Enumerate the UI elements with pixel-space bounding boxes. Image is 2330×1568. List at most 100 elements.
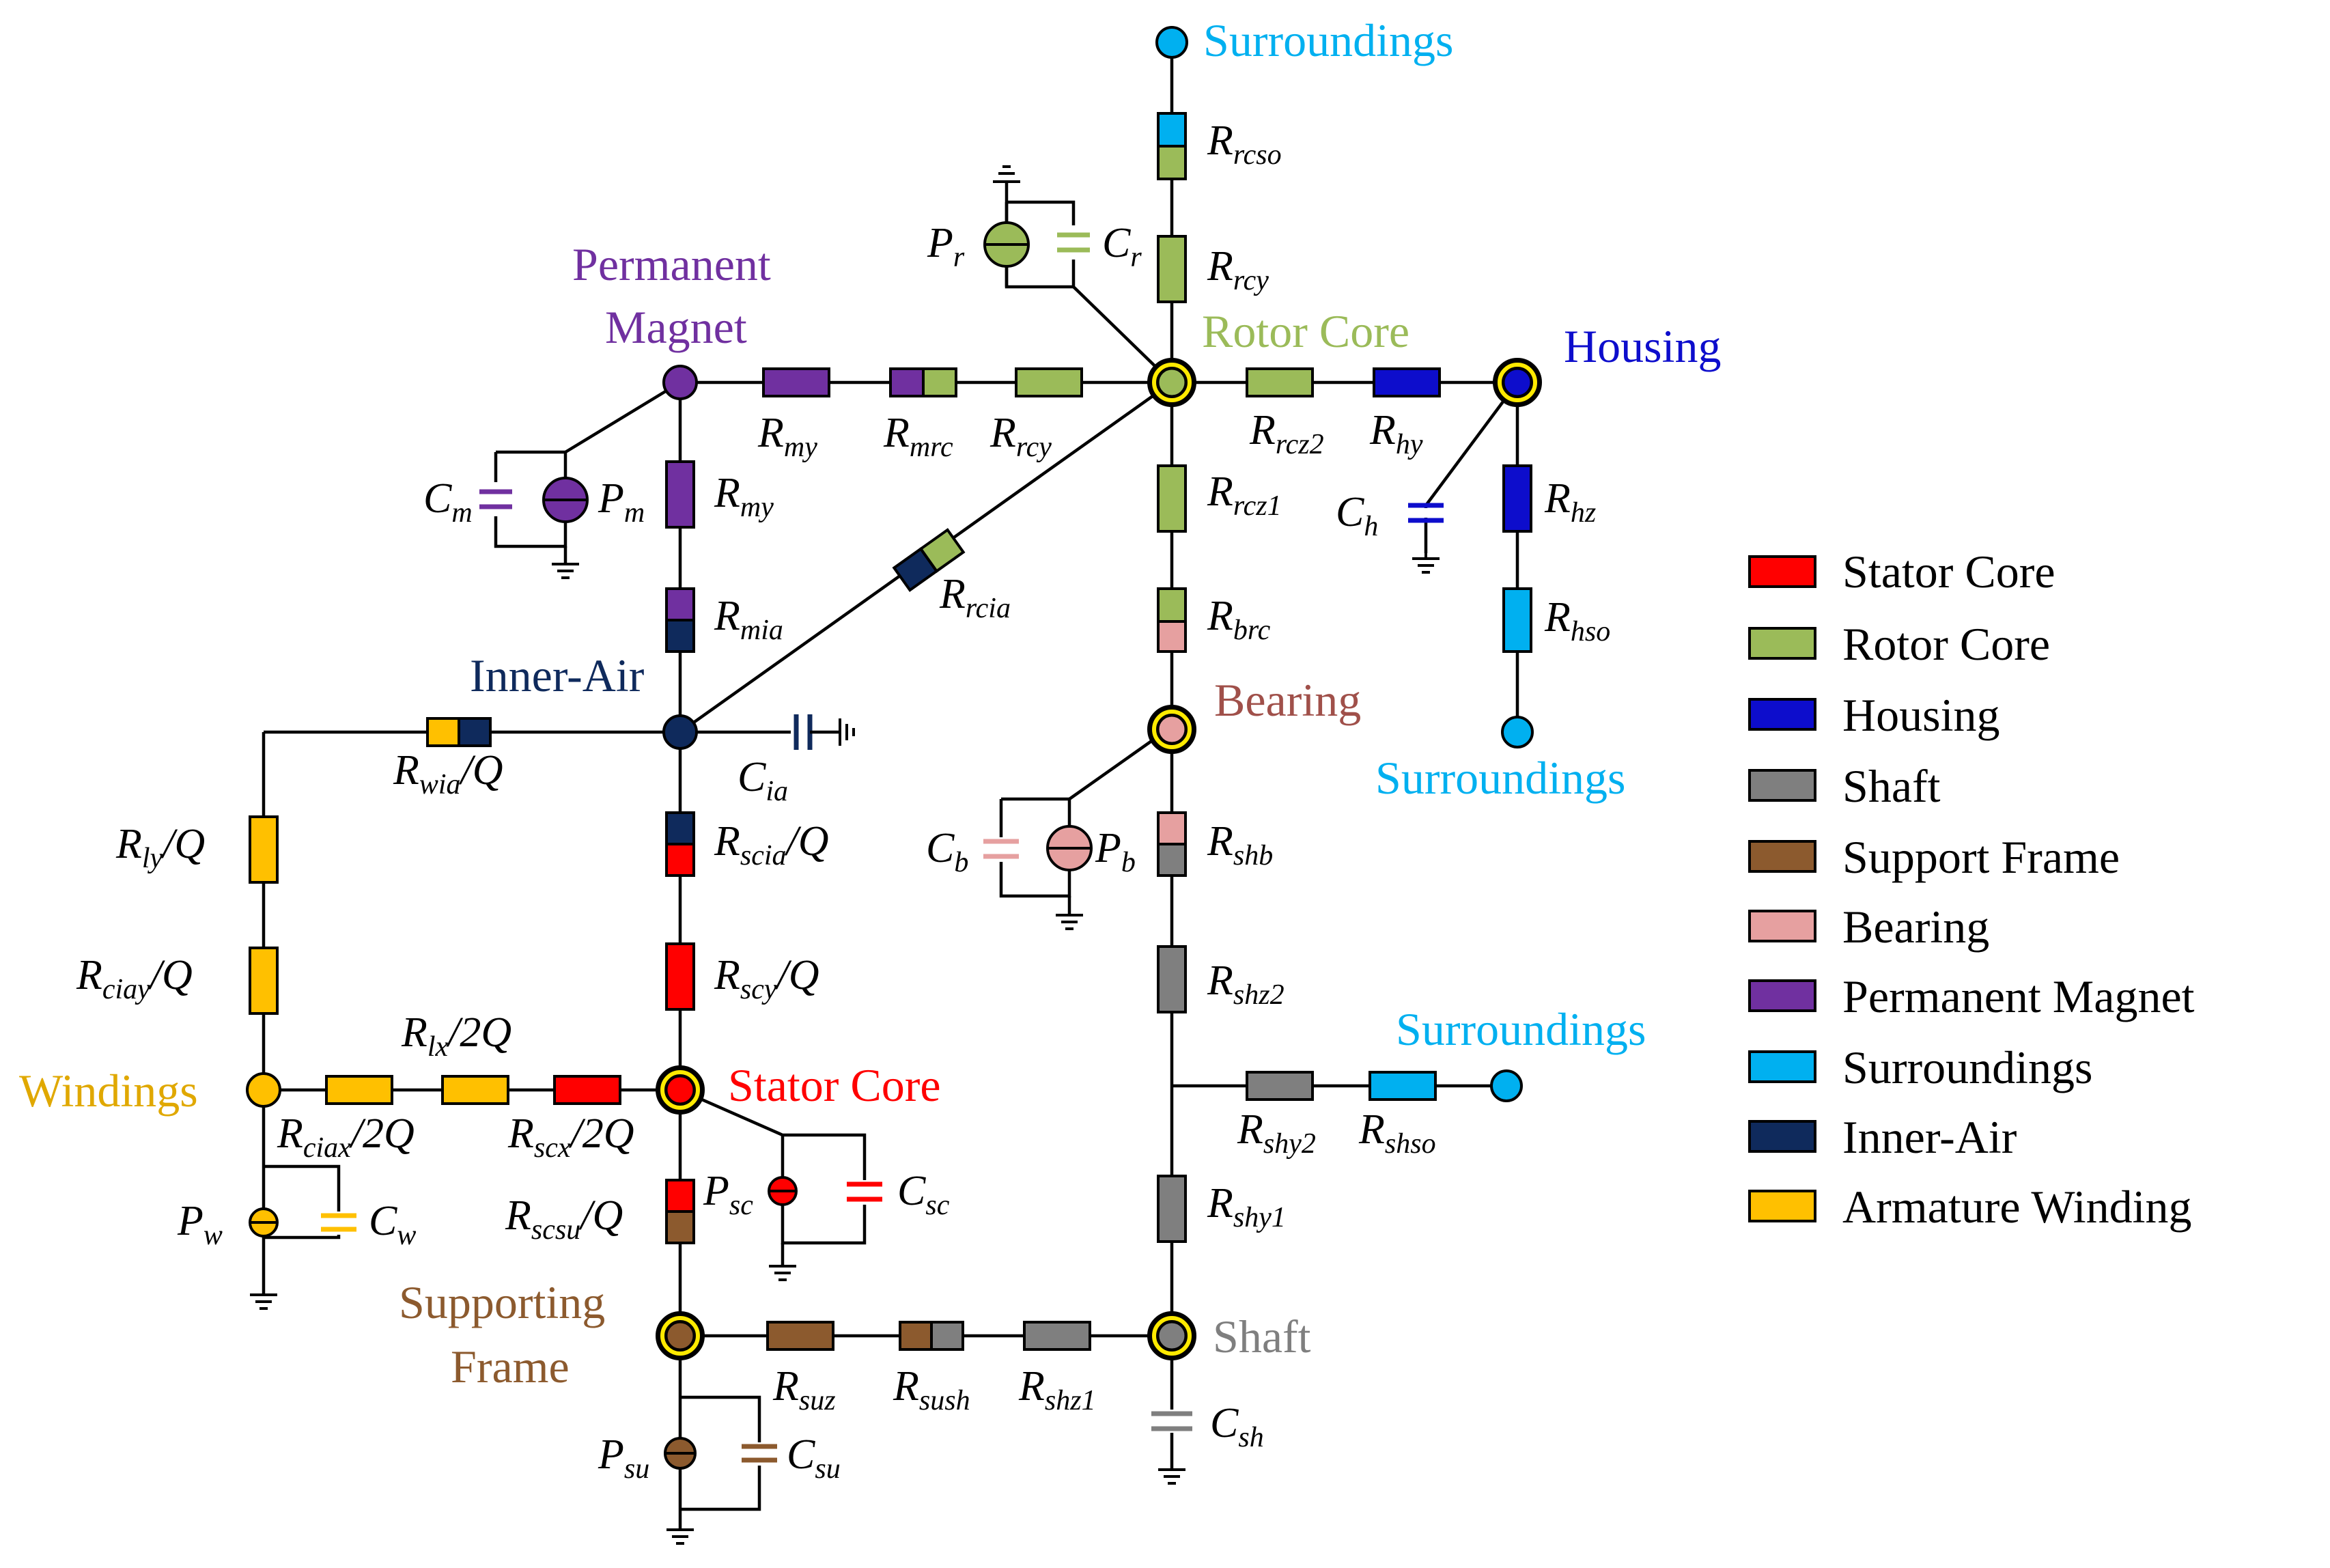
label-c-ia: Cia (738, 754, 788, 807)
label-r-ciax: Rciax/2Q (277, 1110, 415, 1164)
ground-symbols (250, 165, 1440, 1545)
resistor-rcz2 (1246, 367, 1314, 397)
capacitor-group (321, 225, 1444, 1466)
label-c-sh: Csh (1210, 1400, 1264, 1453)
legend-label: Shaft (1842, 760, 1941, 812)
node-shaft (1147, 1311, 1196, 1360)
label-r-rcy-vertical: Rrcy (1207, 243, 1269, 296)
capacitor-ch (1408, 503, 1444, 523)
legend-item-bearing: Bearing (1748, 901, 1989, 953)
capacitor-cr (1057, 225, 1090, 260)
label-housing: Housing (1564, 320, 1721, 372)
ground-icon (839, 718, 855, 746)
node-group (246, 26, 1542, 1360)
component-labels: Rrcso Rrcy Rmy Rmrc Rrcy Rrcz2 Rhy Rmy R… (76, 117, 1610, 1485)
label-r-shy2: Rshy2 (1237, 1106, 1316, 1160)
node-stator-core (656, 1065, 705, 1115)
legend-item-support-frame: Support Frame (1748, 831, 2120, 883)
label-r-lx: Rlx/2Q (401, 1009, 511, 1063)
legend: Stator Core Rotor Core Housing Shaft Sup… (1748, 546, 2195, 1233)
label-r-mia: Rmia (714, 593, 783, 646)
legend-swatch (1748, 979, 1816, 1012)
resistor-lx (441, 1075, 509, 1105)
heat-source-psu (664, 1437, 697, 1470)
label-c-r: Cr (1102, 220, 1142, 273)
capacitor-csu (742, 1442, 777, 1466)
label-c-su: Csu (787, 1431, 841, 1485)
label-r-hso: Rhso (1544, 594, 1610, 647)
label-rotor-core: Rotor Core (1202, 305, 1409, 357)
label-r-shz1: Rshz1 (1018, 1363, 1096, 1416)
label-r-rcy-horizontal: Rrcy (989, 410, 1052, 463)
label-c-w: Cw (369, 1198, 416, 1251)
label-r-scy: Rscy/Q (714, 952, 819, 1005)
label-r-wia: Rwia/Q (393, 747, 503, 800)
heat-source-pr (983, 221, 1030, 268)
legend-item-inner-air: Inner-Air (1748, 1111, 2017, 1163)
label-supporting-frame-line1: Supporting (399, 1276, 605, 1328)
label-r-ly: Rly/Q (115, 821, 205, 874)
label-c-b: Cb (926, 825, 968, 878)
label-p-w: Pw (177, 1198, 223, 1251)
ground-icon (250, 1293, 277, 1310)
heat-source-psc (768, 1176, 798, 1206)
label-c-m: Cm (423, 475, 473, 529)
resistor-hso (1502, 587, 1532, 653)
resistor-wia (426, 717, 492, 747)
ground-icon (666, 1528, 694, 1545)
resistor-ciay (249, 947, 279, 1015)
node-inner-air (662, 714, 698, 750)
label-bearing: Bearing (1214, 674, 1361, 726)
legend-label: Armature Winding (1842, 1181, 2192, 1233)
label-r-scia: Rscia/Q (714, 818, 829, 871)
resistor-mia (665, 587, 695, 653)
capacitor-csh (1151, 1410, 1192, 1433)
ground-icon (552, 563, 579, 579)
label-r-hz: Rhz (1544, 475, 1596, 529)
ground-icon (769, 1265, 796, 1281)
resistor-brc (1157, 587, 1187, 653)
resistor-sush (899, 1321, 964, 1351)
resistor-hy (1373, 367, 1441, 397)
legend-item-armature-winding: Armature Winding (1748, 1181, 2192, 1233)
node-windings (246, 1072, 281, 1108)
resistor-rcy-horizontal (1015, 367, 1083, 397)
legend-swatch (1748, 627, 1816, 660)
legend-swatch (1748, 1120, 1816, 1153)
legend-item-permanent-magnet: Permanent Magnet (1748, 970, 2195, 1022)
legend-item-shaft: Shaft (1748, 760, 1941, 812)
label-r-rcz1: Rrcz1 (1207, 468, 1282, 522)
label-p-su: Psu (598, 1431, 649, 1485)
capacitor-cb (983, 837, 1019, 862)
resistor-group (249, 112, 1532, 1351)
resistor-scsu (665, 1179, 695, 1244)
label-r-my-horizontal: Rmy (757, 410, 817, 463)
resistor-shz2 (1157, 945, 1187, 1013)
legend-label: Permanent Magnet (1842, 970, 2195, 1022)
node-permanent-magnet (662, 365, 698, 400)
legend-item-surroundings: Surroundings (1748, 1041, 2092, 1093)
resistor-rcy-vertical (1157, 235, 1187, 303)
legend-swatch (1748, 555, 1816, 588)
ground-icon (993, 165, 1020, 183)
legend-item-rotor-core: Rotor Core (1748, 618, 2050, 670)
label-r-rcia: Rrcia (939, 571, 1011, 624)
heat-source-pw (249, 1207, 279, 1237)
label-r-rcz2: Rrcz2 (1249, 407, 1324, 460)
heat-source-pb (1046, 825, 1093, 871)
heat-source-pm (542, 477, 589, 523)
label-r-scsu: Rscsu/Q (505, 1192, 623, 1246)
capacitor-csc (847, 1180, 882, 1205)
resistor-scia (665, 811, 695, 877)
label-supporting-frame-line2: Frame (451, 1341, 570, 1392)
resistor-suz (766, 1321, 834, 1351)
label-r-shy1: Rshy1 (1207, 1180, 1286, 1233)
label-r-mrc: Rmrc (883, 410, 953, 463)
legend-label: Surroundings (1842, 1041, 2092, 1093)
resistor-ciax (325, 1075, 393, 1105)
label-surroundings-right: Surroundings (1375, 752, 1625, 804)
resistor-hz (1502, 464, 1532, 533)
label-inner-air: Inner-Air (470, 649, 645, 701)
label-p-r: Pr (927, 220, 965, 273)
